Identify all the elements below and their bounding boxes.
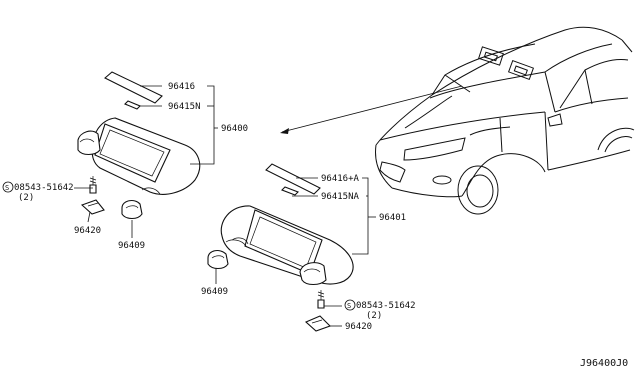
bracket-96420-left: [80, 199, 105, 215]
trim-strip-96416: [104, 71, 163, 104]
label-96420-left: 96420: [74, 226, 101, 236]
clip-96409-left: [121, 199, 143, 220]
bracket-96420-right: [304, 315, 332, 332]
trim-strip-96416A: [265, 163, 321, 195]
label-96415N: [124, 100, 141, 110]
screw-symbol-right: S: [347, 302, 351, 310]
left-leaders: [74, 85, 218, 238]
visor-pivot-right: [299, 262, 327, 286]
label-96416: 96416: [168, 82, 195, 92]
left-visor-group: [77, 71, 201, 220]
right-visor-group: [207, 163, 354, 332]
label-96400: 96400: [221, 124, 248, 134]
pointer-line: [281, 85, 463, 133]
screw-right: [317, 290, 325, 309]
label-96401: 96401: [379, 213, 406, 223]
label-08543-left: 08543-51642: [14, 183, 74, 193]
label-96416A: 96416+A: [321, 174, 360, 184]
label-qty-left: (2): [18, 193, 34, 203]
label-08543-right: 08543-51642: [356, 301, 416, 311]
screw-symbol-icon: [2, 181, 14, 193]
label-96420-right: 96420: [345, 322, 372, 332]
diagram-reference-code: J96400J0: [580, 358, 628, 369]
label-qty-right: (2): [366, 311, 382, 321]
label-96415N: 96415N: [168, 102, 201, 112]
screw-callout-right: S 08543-51642 (2): [344, 299, 416, 321]
label-96409-right: 96409: [201, 287, 228, 297]
clip-96409-right: [207, 249, 229, 270]
screw-symbol-icon: [344, 299, 356, 311]
screw-callout-left: S 08543-51642 (2): [2, 181, 74, 203]
screw-symbol-left: S: [5, 184, 9, 192]
pointer-arrowhead: [280, 128, 289, 134]
label-96415NA: 96415NA: [321, 192, 360, 202]
car-illustration: [375, 26, 635, 215]
label-96415NA: [281, 186, 299, 196]
visor-pivot-left: [77, 130, 101, 156]
label-96409-left: 96409: [118, 241, 145, 251]
right-leaders: [215, 177, 376, 327]
screw-left: [89, 176, 97, 194]
